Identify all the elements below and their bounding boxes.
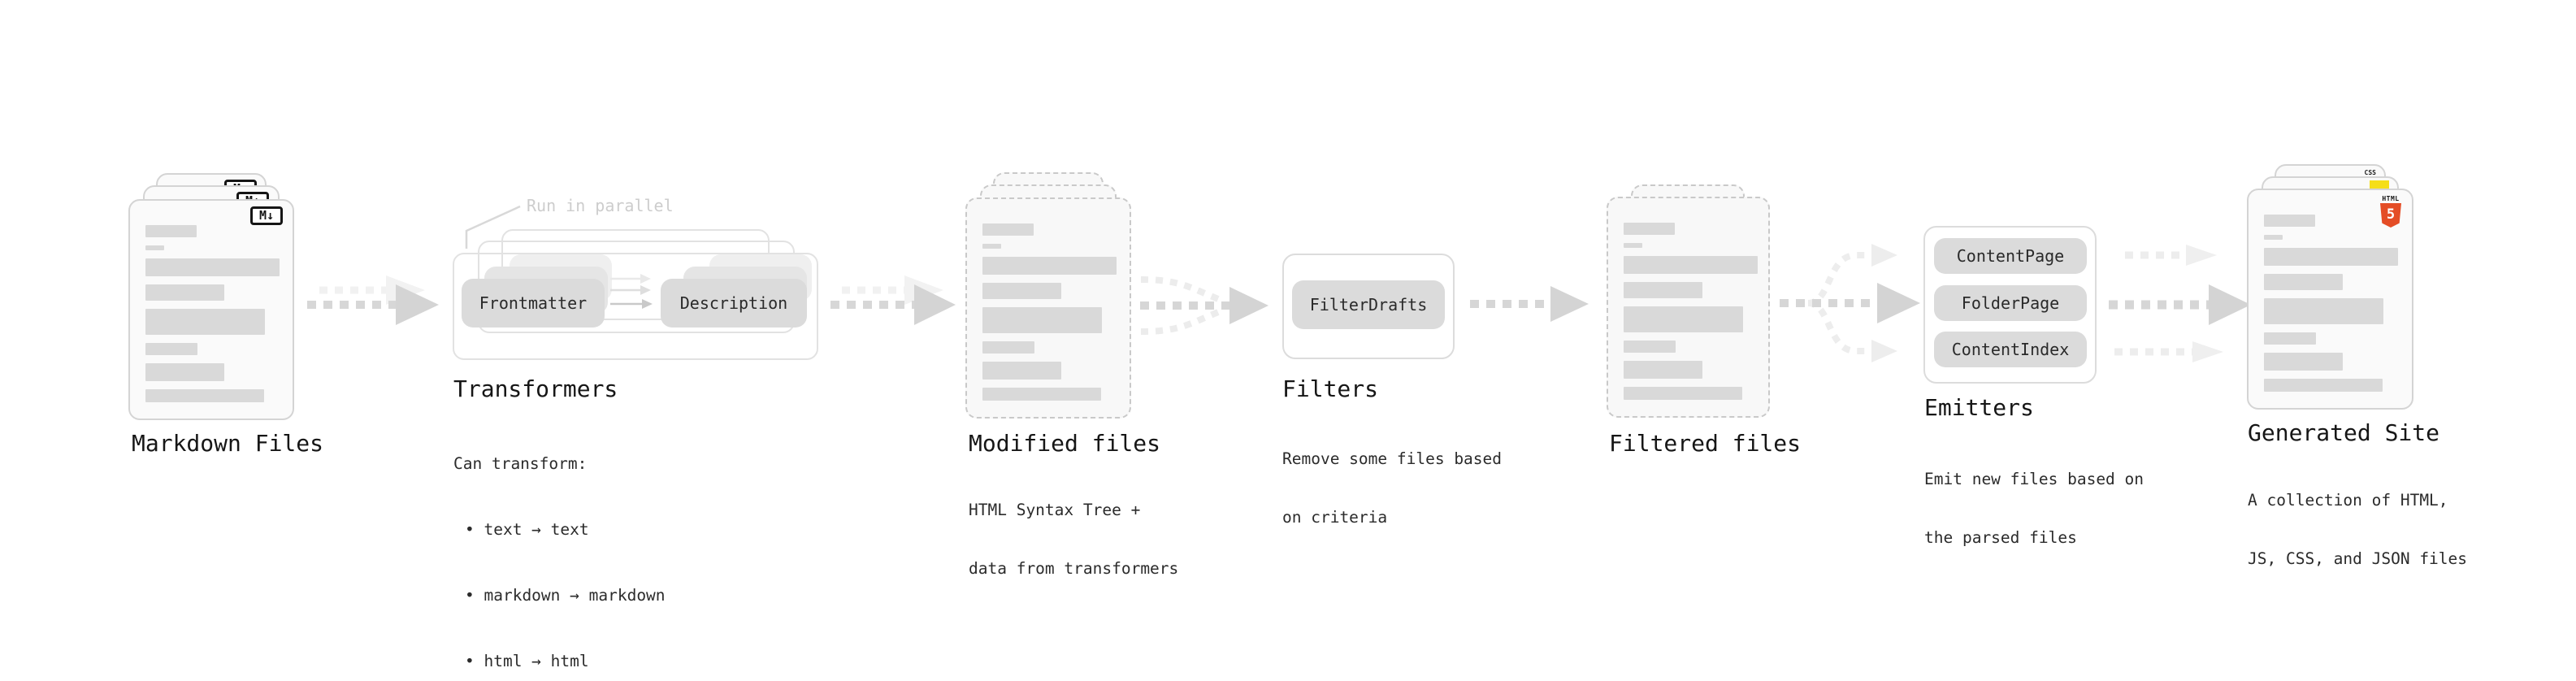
emitters-description: Emit new files based on the parsed files — [1924, 431, 2144, 587]
emitters-desc-line: the parsed files — [1924, 528, 2077, 547]
text-line-placeholder — [982, 362, 1061, 380]
folderpage-pill: FolderPage — [1934, 285, 2087, 321]
generated-site-desc-line: A collection of HTML, — [2248, 491, 2448, 510]
transformer-layer-front — [453, 253, 818, 360]
pill-transform-arrows — [610, 274, 653, 309]
arrow-transformers-to-modified — [830, 275, 956, 325]
transformers-title: Transformers — [453, 375, 618, 402]
text-line-placeholder — [145, 343, 197, 355]
document-text-lines — [145, 225, 280, 402]
document-text-lines — [2264, 215, 2398, 392]
modified-file-card — [965, 197, 1131, 419]
arrow-markdown-to-transformers — [307, 275, 439, 325]
text-line-placeholder — [982, 223, 1034, 236]
text-line-placeholder — [1624, 256, 1758, 274]
text-line-placeholder — [1624, 282, 1702, 298]
text-line-placeholder — [145, 258, 280, 276]
modified-files-description: HTML Syntax Tree + data from transformer… — [969, 462, 1178, 618]
transformers-description: Can transform: • text → text • markdown … — [453, 409, 666, 681]
document-text-lines — [1624, 223, 1758, 400]
filtered-files-label: Filtered files — [1609, 430, 1802, 457]
contentpage-pill: ContentPage — [1934, 238, 2087, 274]
html5-icon-word: HTML — [2382, 195, 2400, 202]
text-line-placeholder — [2264, 248, 2398, 266]
modified-files-desc-line: HTML Syntax Tree + — [969, 501, 1141, 519]
transformers-bullet: • markdown → markdown — [465, 586, 666, 605]
generated-site-description: A collection of HTML, JS, CSS, and JSON … — [2248, 452, 2467, 608]
text-line-placeholder — [2264, 298, 2383, 324]
document-text-lines — [982, 223, 1117, 401]
generated-site-label: Generated Site — [2248, 419, 2440, 446]
text-line-placeholder — [2264, 215, 2315, 227]
text-line-placeholder — [145, 389, 264, 402]
filters-desc-line: on criteria — [1282, 508, 1388, 527]
html5-icon-shield: 5 — [2380, 203, 2401, 228]
text-line-placeholder — [982, 341, 1034, 354]
run-in-parallel-leader-line — [465, 205, 521, 249]
emitters-desc-line: Emit new files based on — [1924, 470, 2144, 488]
text-line-placeholder — [1624, 361, 1702, 379]
run-in-parallel-annotation: Run in parallel — [527, 196, 674, 215]
arrow-filters-to-filtered — [1470, 286, 1589, 322]
text-line-placeholder — [1624, 340, 1676, 353]
js-file-icon — [2370, 180, 2389, 191]
markdown-icon: M↓ — [250, 206, 283, 225]
description-pill: Description — [661, 279, 807, 327]
site-file-card-html: HTML 5 — [2247, 189, 2413, 410]
markdown-files-label: Markdown Files — [132, 430, 324, 457]
text-line-placeholder — [2264, 235, 2283, 240]
contentindex-pill: ContentIndex — [1934, 332, 2087, 367]
text-line-placeholder — [982, 388, 1101, 401]
text-line-placeholder — [982, 283, 1061, 299]
text-line-placeholder — [145, 363, 224, 381]
filters-description: Remove some files based on criteria — [1282, 410, 1502, 566]
text-line-placeholder — [2264, 379, 2383, 392]
text-line-placeholder — [1624, 243, 1642, 248]
filtered-file-card — [1607, 197, 1770, 418]
modified-files-desc-line: data from transformers — [969, 559, 1179, 578]
text-line-placeholder — [982, 257, 1117, 275]
arrow-filtered-to-emitters-split — [1780, 244, 1920, 362]
text-line-placeholder — [145, 225, 197, 237]
generated-site-desc-line: JS, CSS, and JSON files — [2248, 549, 2468, 568]
text-line-placeholder — [1624, 306, 1743, 332]
text-line-placeholder — [2264, 274, 2343, 290]
transformers-bullet: • text → text — [465, 520, 589, 539]
text-line-placeholder — [145, 309, 265, 335]
filterdrafts-pill: FilterDrafts — [1292, 280, 1445, 329]
filters-desc-line: Remove some files based — [1282, 449, 1503, 468]
text-line-placeholder — [145, 284, 224, 301]
modified-files-label: Modified files — [969, 430, 1161, 457]
text-line-placeholder — [2264, 353, 2343, 371]
arrow-modified-to-filters-merge — [1140, 276, 1268, 335]
emitters-title: Emitters — [1924, 394, 2034, 421]
text-line-placeholder — [2264, 332, 2316, 345]
markdown-file-card: M↓ — [128, 199, 294, 420]
text-line-placeholder — [982, 307, 1102, 333]
transformers-bullet: • html → html — [465, 652, 589, 670]
transformers-desc-heading: Can transform: — [453, 454, 588, 473]
arrows-emitters-to-site — [2109, 245, 2251, 362]
text-line-placeholder — [145, 245, 164, 250]
text-line-placeholder — [982, 244, 1001, 249]
filters-title: Filters — [1282, 375, 1379, 402]
html5-icon: HTML 5 — [2379, 195, 2402, 228]
frontmatter-pill: Frontmatter — [462, 279, 605, 327]
text-line-placeholder — [1624, 223, 1675, 235]
text-line-placeholder — [1624, 387, 1742, 400]
